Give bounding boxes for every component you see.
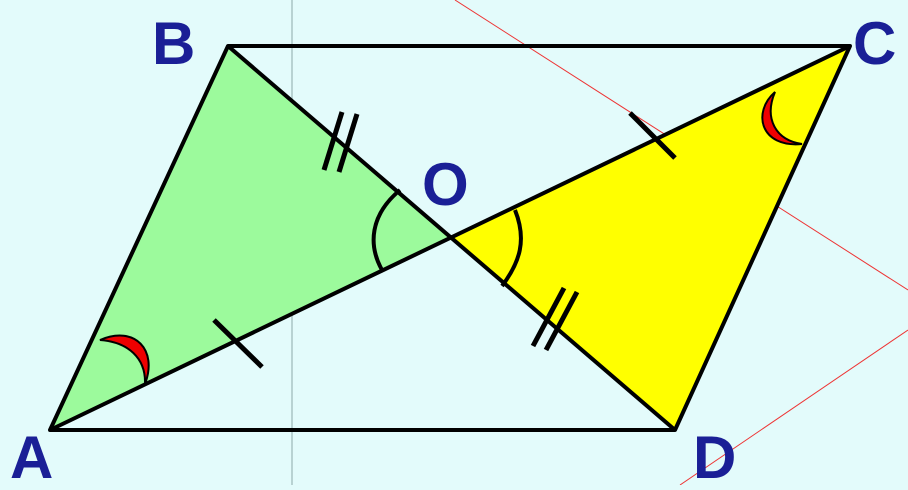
triangle-abo [50,46,450,430]
angle-arc-aob [371,188,402,271]
label-d: D [693,424,736,485]
angle-crescent-c [761,91,803,146]
label-o: O [422,151,469,218]
angle-arc-cod [500,209,523,288]
diagonal-bd [226,44,677,432]
tick-mark-oc [628,111,677,160]
double-tick-bo-2 [336,113,360,173]
angle-crescent-a [99,334,150,385]
double-tick-od-2 [543,290,580,352]
tick-mark-ao [212,318,264,369]
triangle-cdo [450,46,850,430]
aux-red-line-2 [679,329,908,486]
double-tick-od-1 [530,286,567,348]
double-tick-bo-1 [321,111,345,171]
label-b: B [152,10,195,77]
label-a: A [10,424,53,485]
label-c: C [853,10,896,77]
